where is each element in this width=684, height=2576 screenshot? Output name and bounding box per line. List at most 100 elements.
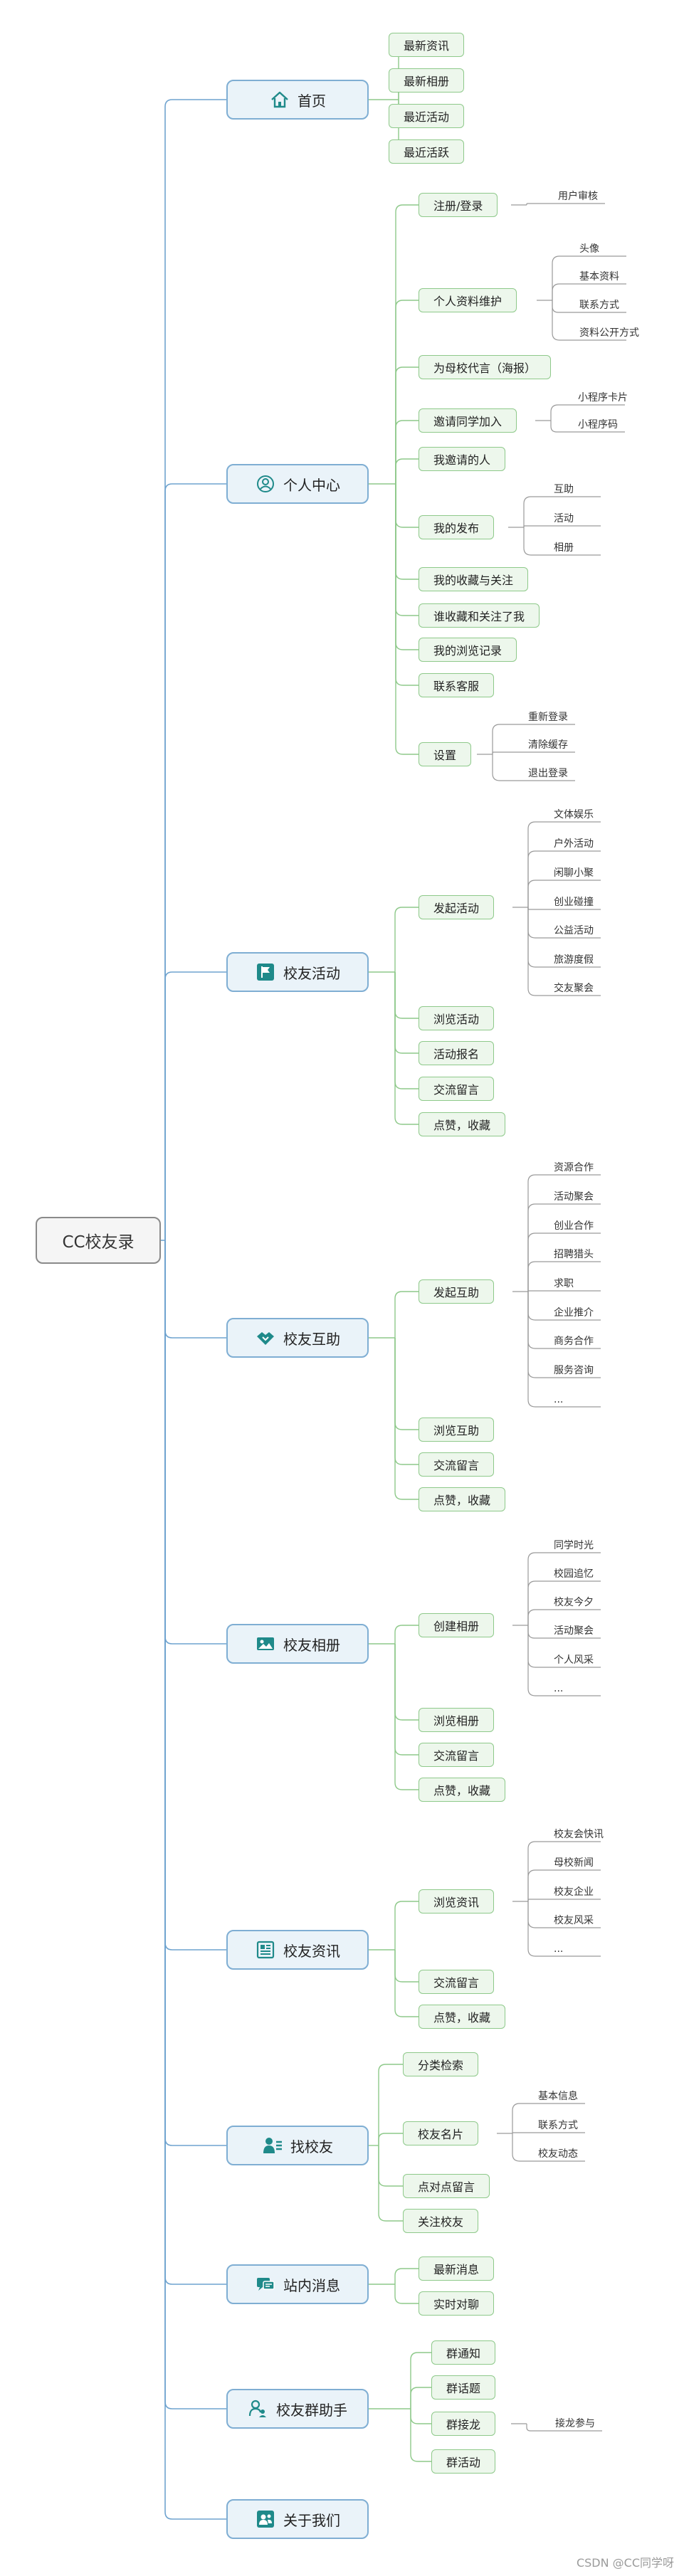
leaf-connector: [552, 255, 577, 300]
sub-node[interactable]: 我的浏览记录: [419, 638, 517, 662]
sub-connector: [394, 1644, 419, 1721]
leaf-node: 活动聚会: [554, 1191, 594, 1203]
sub-node[interactable]: 我的发布: [419, 515, 495, 539]
sub-node[interactable]: 注册/登录: [419, 193, 498, 217]
leaf-node: 旅游度假: [554, 954, 594, 966]
leaf-connector: [527, 1203, 551, 1292]
sub-node[interactable]: 最新消息: [419, 2256, 495, 2281]
leaf-connector: [527, 880, 551, 907]
leaf-node: 资源合作: [554, 1162, 594, 1173]
sub-node[interactable]: 联系客服: [419, 673, 495, 697]
leaf-node: 活动聚会: [554, 1625, 594, 1637]
sub-node[interactable]: 校友名片: [403, 2121, 479, 2145]
sub-connector: [394, 1644, 419, 1756]
main-node-6[interactable]: 校友资讯: [226, 1930, 369, 1970]
main-node-label: 校友群助手: [276, 2401, 347, 2419]
main-node-10[interactable]: 关于我们: [226, 2499, 369, 2539]
sub-node[interactable]: 点对点留言: [403, 2174, 490, 2198]
leaf-node: 校友今夕: [554, 1597, 594, 1608]
leaf-node: 户外活动: [554, 838, 594, 850]
sub-node[interactable]: 交流留言: [419, 1452, 495, 1477]
sub-node[interactable]: 群接龙: [431, 2412, 496, 2436]
leaf-connector: [527, 907, 551, 939]
sub-node[interactable]: 群话题: [431, 2375, 496, 2400]
main-node-label: 个人中心: [283, 476, 340, 494]
sub-node[interactable]: 点赞，收藏: [419, 2005, 506, 2029]
leaf-node: 创业碰撞: [554, 897, 594, 908]
main-node-label: 校友活动: [283, 964, 340, 982]
sub-node[interactable]: 分类检索: [403, 2052, 479, 2076]
main-node-9[interactable]: 校友群助手: [226, 2389, 369, 2429]
sub-node[interactable]: 发起互助: [419, 1279, 495, 1304]
sub-node[interactable]: 群活动: [431, 2449, 496, 2474]
sub-connector: [410, 2352, 431, 2409]
sub-node[interactable]: 设置: [419, 742, 472, 766]
sub-node[interactable]: 为母校代言（海报）: [419, 355, 552, 379]
leaf-connector: [527, 1261, 551, 1292]
leaf-node: 交友聚会: [554, 983, 594, 994]
main-node-7[interactable]: 找校友: [226, 2126, 369, 2165]
sub-connector: [394, 972, 419, 1089]
leaf-connector: [527, 907, 551, 910]
sub-node[interactable]: 活动报名: [419, 1041, 495, 1065]
sub-node[interactable]: 谁收藏和关注了我: [419, 603, 540, 628]
main-node-label: 校友相册: [283, 1636, 340, 1654]
leaf-connector: [552, 300, 577, 313]
sub-node[interactable]: 浏览资讯: [419, 1889, 495, 1913]
sub-connector: [395, 484, 419, 755]
sub-node[interactable]: 浏览互助: [419, 1418, 495, 1442]
leaf-connector: [527, 1625, 551, 1696]
leaf-node: 校友企业: [554, 1886, 594, 1898]
group-icon: [248, 2398, 269, 2419]
sub-node[interactable]: 最新相册: [389, 68, 465, 93]
leaf-connector: [523, 496, 551, 527]
leaf-connector: [523, 527, 551, 556]
sub-node[interactable]: 最近活跃: [389, 139, 465, 164]
main-connector: [164, 1240, 226, 2285]
sub-connector: [394, 1901, 419, 1950]
sub-node[interactable]: 点赞，收藏: [419, 1487, 506, 1511]
leaf-node: 重新登录: [528, 712, 568, 723]
sub-node[interactable]: 创建相册: [419, 1613, 495, 1637]
main-node-8[interactable]: 站内消息: [226, 2264, 369, 2304]
leaf-connector: [527, 1232, 551, 1292]
sub-node[interactable]: 邀请同学加入: [419, 408, 517, 433]
leaf-node: 基本资料: [579, 271, 619, 283]
sub-connector: [395, 484, 419, 616]
sub-node[interactable]: 交流留言: [419, 1077, 495, 1101]
main-connector: [164, 483, 226, 1240]
sub-node[interactable]: 关注校友: [403, 2209, 479, 2233]
sub-node[interactable]: 交流留言: [419, 1970, 495, 1994]
sub-node[interactable]: 发起活动: [419, 895, 495, 919]
main-node-1[interactable]: 首页: [226, 80, 369, 120]
main-node-2[interactable]: 个人中心: [226, 464, 369, 504]
leaf-connector: [527, 1174, 551, 1292]
main-node-5[interactable]: 校友相册: [226, 1624, 369, 1664]
sub-node[interactable]: 最新资讯: [389, 33, 465, 57]
main-connector: [164, 971, 226, 1240]
leaf-connector: [527, 1609, 551, 1625]
main-connector: [164, 1240, 226, 1645]
sub-node[interactable]: 个人资料维护: [419, 288, 517, 312]
leaf-node: 闲聊小聚: [554, 867, 594, 879]
root-node[interactable]: CC校友录: [36, 1217, 161, 1264]
sub-node[interactable]: 点赞，收藏: [419, 1112, 506, 1136]
sub-node[interactable]: 群通知: [431, 2340, 496, 2365]
sub-node[interactable]: 最近活动: [389, 104, 465, 128]
leaf-node: 校友风采: [554, 1915, 594, 1926]
leaf-connector: [527, 1625, 551, 1639]
main-node-3[interactable]: 校友活动: [226, 952, 369, 992]
sub-node[interactable]: 浏览相册: [419, 1708, 495, 1732]
sub-node[interactable]: 实时对聊: [419, 2291, 495, 2316]
sub-node[interactable]: 我邀请的人: [419, 447, 506, 471]
sub-node[interactable]: 交流留言: [419, 1743, 495, 1767]
sub-node[interactable]: 点赞，收藏: [419, 1778, 506, 1802]
leaf-node: 用户审核: [558, 191, 598, 202]
sub-node[interactable]: 我的收藏与关注: [419, 567, 529, 591]
main-node-4[interactable]: 校友互助: [226, 1318, 369, 1358]
leaf-connector: [527, 1290, 551, 1292]
sub-connector: [394, 907, 419, 972]
sub-node[interactable]: 浏览活动: [419, 1006, 495, 1030]
user-list-icon: [262, 2135, 283, 2156]
